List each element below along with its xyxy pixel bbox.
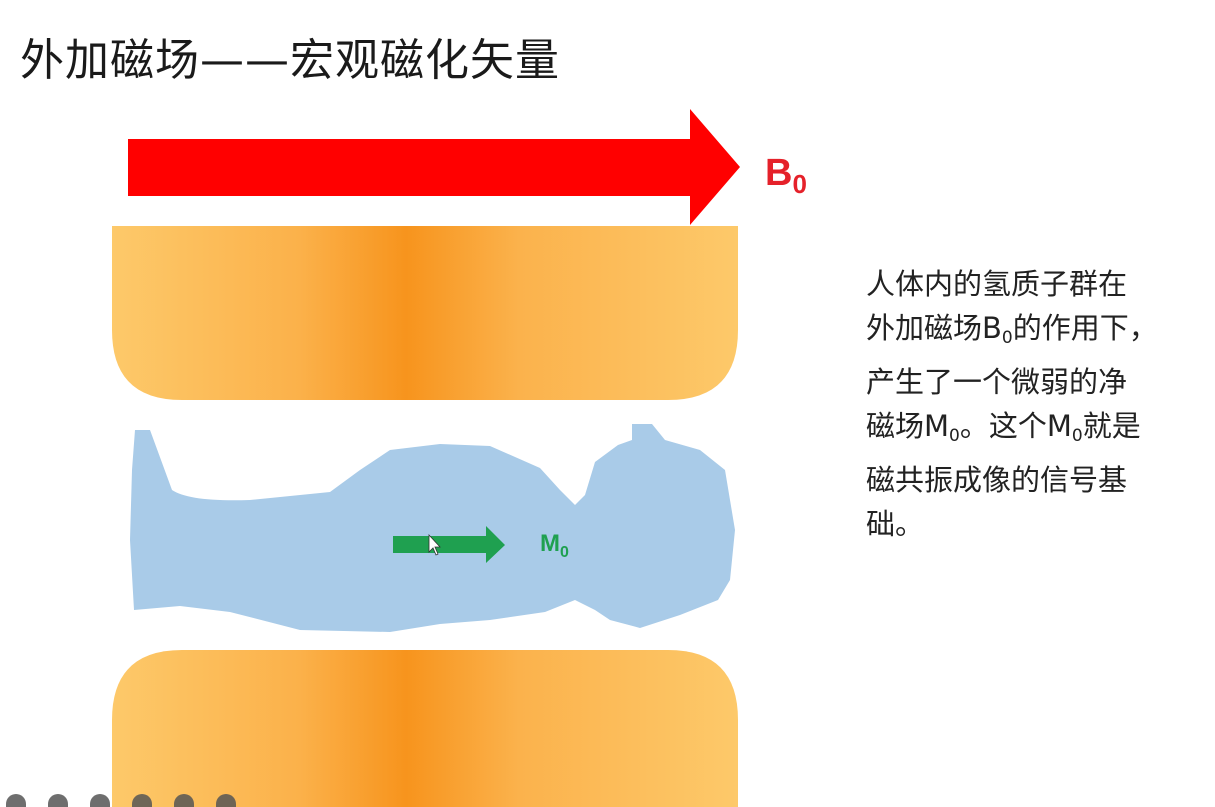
presentation-toolbar — [0, 794, 306, 807]
pen-icon[interactable] — [48, 794, 68, 807]
description-line: 磁场M0。这个M0就是 — [866, 409, 1141, 446]
zoom-icon[interactable] — [90, 794, 110, 807]
description-line: 外加磁场B0的作用下， — [866, 311, 1158, 348]
m0-label: M0 — [540, 530, 569, 561]
b0-label: B0 — [765, 152, 807, 199]
description-text: 人体内的氢质子群在 外加磁场B0的作用下， 产生了一个微弱的净 磁场M0。这个M… — [866, 262, 1206, 546]
description-line: 产生了一个微弱的净 — [866, 365, 1128, 399]
description-line: 磁共振成像的信号基 — [866, 463, 1128, 497]
cursor-icon — [428, 533, 441, 556]
b0-arrow — [128, 109, 740, 225]
more-icon[interactable] — [216, 794, 236, 807]
slide-title: 外加磁场——宏观磁化矢量 — [20, 35, 560, 86]
patient-body — [130, 424, 735, 632]
m0-arrow — [393, 526, 505, 563]
description-line: 础。 — [866, 507, 925, 541]
description-line: 人体内的氢质子群在 — [866, 267, 1128, 301]
back-icon[interactable] — [6, 794, 26, 807]
slides-icon[interactable] — [174, 794, 194, 807]
lower-magnet — [112, 650, 738, 807]
menu-icon[interactable] — [132, 794, 152, 807]
upper-magnet — [112, 226, 738, 400]
